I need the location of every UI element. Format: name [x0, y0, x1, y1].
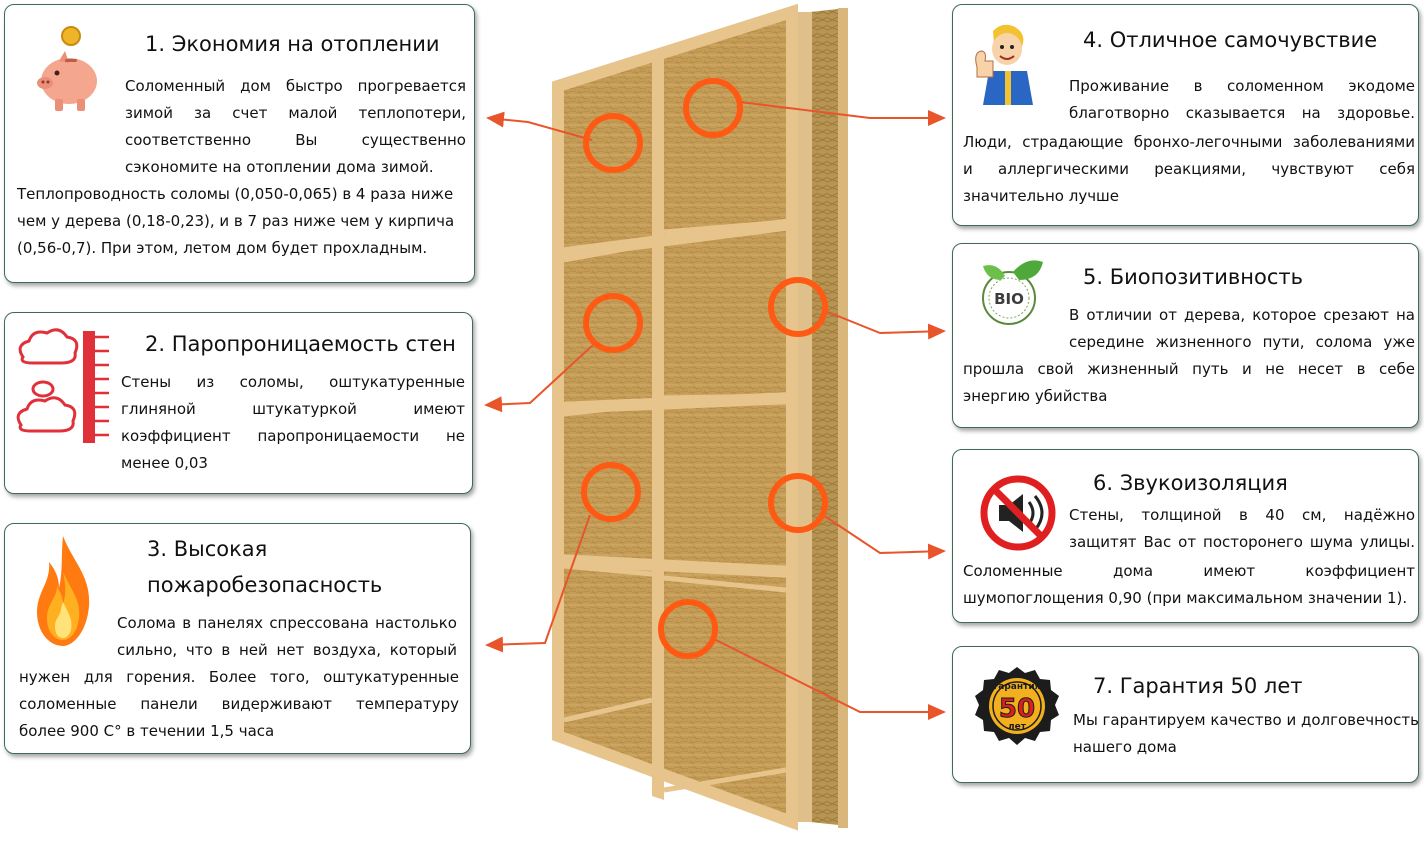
benefit-card-fire-safety: 3. Высокая пожаробезопасность Солома в п…: [4, 523, 471, 754]
benefit-title: 6. Звукоизоляция: [1093, 471, 1288, 495]
benefit-card-guarantee: гарантия 50 лет 7. Гарантия 50 лет Мы га…: [952, 646, 1419, 783]
benefit-title-line-2: пожаробезопасность: [147, 573, 383, 597]
benefit-card-biopositivity: BIO 5. Биопозитивность В отличии от дере…: [952, 243, 1419, 428]
benefit-text: Солома в панелях спрессована настолько с…: [117, 614, 457, 659]
piggy-bank-icon: [33, 23, 103, 115]
benefit-text: В отличии от дерева, которое срезают на …: [1069, 306, 1415, 351]
benefit-text-continued: прошла свой жизненный путь и не несет в …: [963, 360, 1415, 405]
benefit-card-heating-savings: 1. Экономия на отоплении Соломенный дом …: [4, 4, 475, 283]
bio-label: BIO: [994, 290, 1024, 308]
benefit-text: Соломенный дом быстро прогревается зимой…: [125, 77, 466, 176]
benefit-text-continued: нужен для горения. Более того, оштукатур…: [19, 668, 459, 740]
benefit-title: 1. Экономия на отоплении: [145, 32, 440, 56]
benefit-text: Проживание в соломенном экодоме благотво…: [1069, 77, 1415, 122]
vapor-cloud-icon: [13, 327, 113, 447]
benefit-card-wellbeing: 4. Отличное самочувствие Проживание в со…: [952, 4, 1419, 226]
benefit-title: 7. Гарантия 50 лет: [1093, 674, 1303, 698]
no-sound-icon: [979, 474, 1057, 552]
thumbs-up-icon: [967, 21, 1043, 109]
benefit-card-vapor-permeability: 2. Паропроницаемость стен Стены из солом…: [4, 312, 473, 494]
benefit-title: 5. Биопозитивность: [1083, 265, 1303, 289]
badge-bottom-text: лет: [1008, 722, 1027, 732]
benefit-text: Стены, толщиной в 40 см, надёжно защитят…: [1069, 506, 1415, 551]
benefit-text: Стены из соломы, оштукатуренные глиняной…: [121, 373, 465, 472]
badge-number: 50: [999, 694, 1035, 724]
benefit-title: 3. Высокая: [147, 537, 268, 561]
fire-icon: [33, 532, 93, 650]
benefit-text: Мы гарантируем качество и долговечность …: [1073, 711, 1419, 756]
benefit-card-sound-insulation: 6. Звукоизоляция Стены, толщиной в 40 см…: [952, 449, 1419, 623]
benefit-text-continued: Люди, страдающие бронхо-легочными заболе…: [963, 133, 1415, 205]
badge-top-text: гарантия: [994, 682, 1041, 692]
straw-panel-illustration: [552, 3, 848, 831]
benefit-text-continued: Теплопроводность соломы (0,050-0,065) в …: [17, 185, 455, 257]
benefit-title: 2. Паропроницаемость стен: [145, 332, 456, 356]
bio-leaf-icon: BIO: [975, 256, 1051, 332]
benefit-title: 4. Отличное самочувствие: [1083, 28, 1378, 52]
benefit-text-continued: Соломенные дома имеют коэффициент шумопо…: [963, 562, 1415, 607]
guarantee-badge-icon: гарантия 50 лет: [975, 665, 1059, 749]
